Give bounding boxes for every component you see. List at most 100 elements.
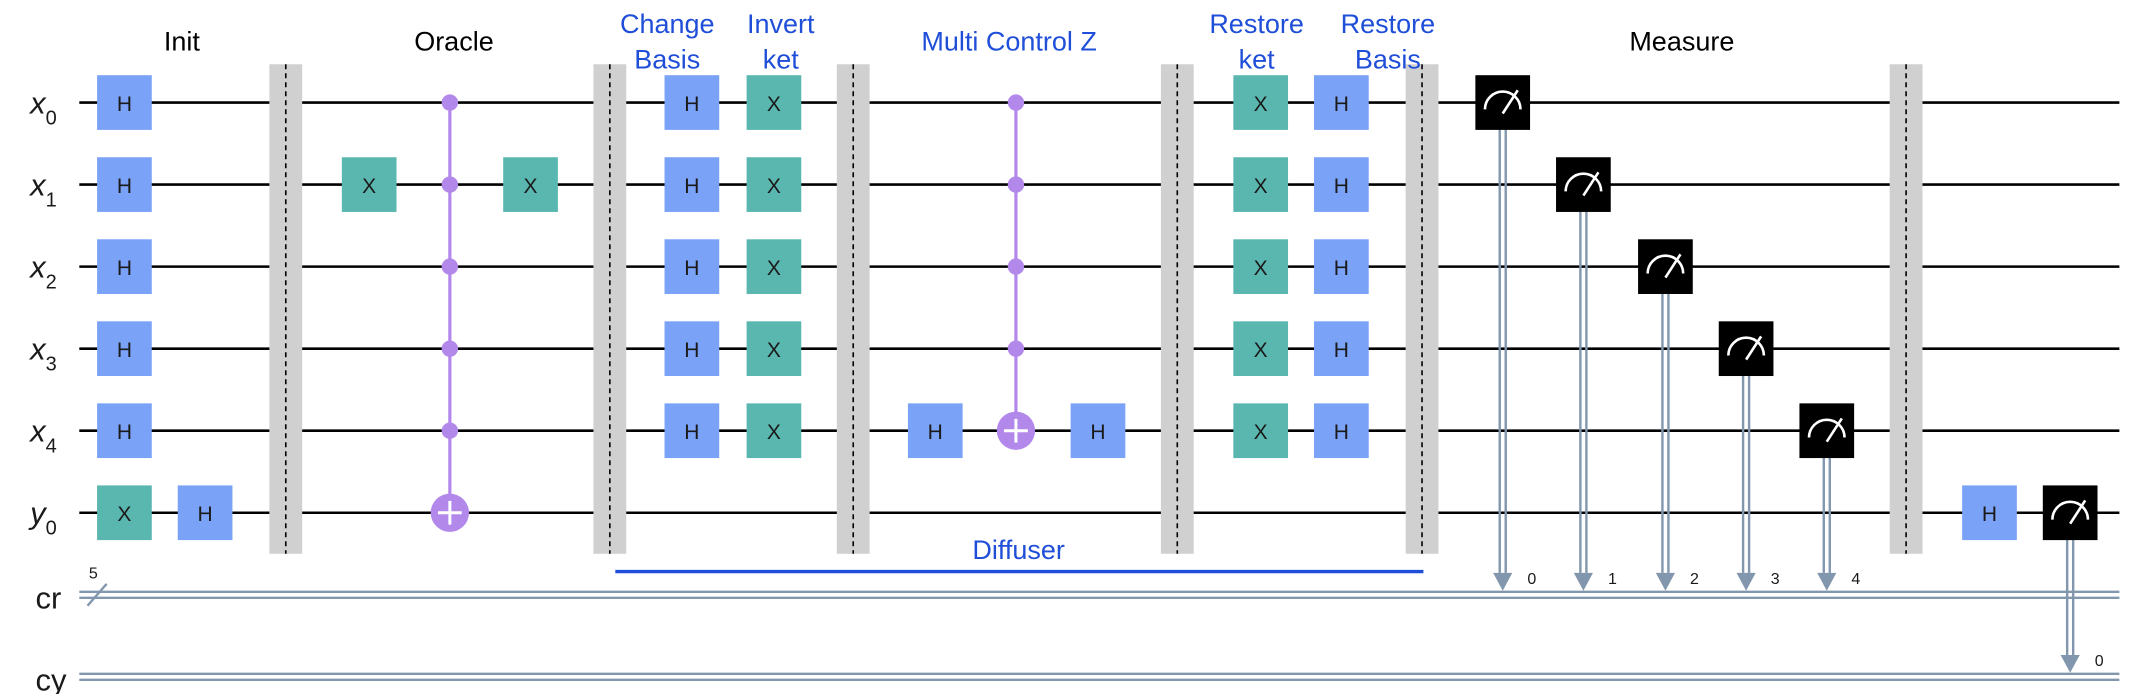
- h-gate-label: H: [117, 339, 132, 362]
- measure-gate-q3: [1718, 321, 1774, 377]
- qubit-label-x1: x1: [28, 168, 57, 212]
- h-gate-q4: [664, 403, 720, 459]
- section-label-7: Measure: [1629, 27, 1734, 57]
- section-label-3-line1: Invert: [747, 9, 815, 39]
- control-dot-q2: [1007, 258, 1025, 275]
- measure-gate-q4: [1799, 403, 1855, 459]
- control-dot-q4: [441, 422, 459, 439]
- x-gate-q4: [1233, 403, 1289, 459]
- meter-arc: [1564, 172, 1603, 192]
- h-gate-q0: [1314, 75, 1369, 130]
- h-gate-q1: [664, 157, 720, 212]
- control-dot-q1: [1007, 176, 1025, 193]
- meter-arc: [2051, 500, 2090, 520]
- x-gate-label: X: [524, 175, 538, 198]
- measure-arrow: [1655, 572, 1675, 591]
- h-gate-label: H: [1334, 257, 1349, 280]
- x-gate-q3: [1233, 321, 1289, 377]
- h-gate-label: H: [1334, 339, 1349, 362]
- section-label-2-line2: Basis: [634, 44, 700, 74]
- h-gate-label: H: [1982, 503, 1997, 526]
- h-gate-label: H: [117, 421, 132, 444]
- h-gate-q4: [97, 403, 152, 459]
- x-gate-label: X: [767, 339, 781, 362]
- measure-bit-label: 1: [1608, 571, 1617, 588]
- section-label-2-line1: Change: [620, 9, 715, 39]
- h-gate-q2: [97, 239, 152, 294]
- h-gate-q0: [97, 75, 152, 130]
- x-gate-label: X: [767, 257, 781, 280]
- section-label-5-line2: ket: [1239, 44, 1276, 74]
- classical-label-cr: cr: [36, 580, 62, 615]
- measure-arrow: [2060, 654, 2080, 673]
- h-gate-q4: [907, 403, 963, 459]
- control-dot-q0: [441, 94, 459, 111]
- h-gate-label: H: [684, 257, 699, 280]
- x-gate-q5: [97, 485, 152, 541]
- section-label-6-line2: Basis: [1355, 44, 1421, 74]
- bus-slash: [86, 583, 108, 607]
- h-gate-label: H: [1334, 175, 1349, 198]
- qubit-label-x3: x3: [28, 332, 57, 376]
- meter-needle: [1745, 335, 1763, 361]
- x-gate-q4: [746, 403, 802, 459]
- barriers-layer: [269, 64, 1923, 554]
- h-gate-q5: [177, 485, 233, 541]
- h-gate-label: H: [117, 93, 132, 116]
- x-gate-label: X: [767, 93, 781, 116]
- meter-needle: [1501, 89, 1519, 115]
- control-dot-q0: [1007, 94, 1025, 111]
- meter-needle: [1664, 253, 1682, 279]
- x-gate-label: X: [1254, 339, 1268, 362]
- h-gate-q3: [97, 321, 152, 377]
- qubit-label-x2: x2: [28, 250, 57, 294]
- control-dot-q2: [441, 258, 459, 275]
- measure-arrow: [1573, 572, 1593, 591]
- measure-bit-label: 0: [1527, 571, 1536, 588]
- h-gate-label: H: [1334, 421, 1349, 444]
- measure-bit-label: 2: [1690, 571, 1699, 588]
- meter-arc: [1727, 336, 1766, 356]
- qubit-index: 4: [46, 436, 57, 458]
- x-gate-q1: [746, 157, 802, 212]
- h-gate-label: H: [684, 175, 699, 198]
- x-gate-q3: [746, 321, 802, 377]
- x-gate-label: X: [117, 503, 131, 526]
- qubit-index: 0: [46, 107, 57, 129]
- qubit-index: 1: [46, 190, 57, 212]
- x-gate-label: X: [767, 175, 781, 198]
- measure-arrow: [1736, 572, 1756, 591]
- section-label-1: Oracle: [414, 27, 494, 57]
- control-dot-q1: [441, 176, 459, 193]
- h-gate-label: H: [684, 339, 699, 362]
- h-gate-label: H: [684, 421, 699, 444]
- measure-bit-label: 0: [2095, 653, 2104, 670]
- x-gate-q2: [746, 239, 802, 294]
- bus-size-label: 5: [89, 565, 98, 582]
- measure-gate-q5: [2042, 485, 2098, 541]
- x-gate-label: X: [1254, 175, 1268, 198]
- h-gate-label: H: [1090, 421, 1105, 444]
- x-gate-label: X: [362, 175, 376, 198]
- h-gate-q4: [1314, 403, 1369, 459]
- h-gate-label: H: [928, 421, 943, 444]
- qubit-label-x4: x4: [28, 414, 57, 458]
- h-gate-q4: [1070, 403, 1126, 459]
- section-label-0: Init: [164, 27, 201, 57]
- measure-bit-label: 4: [1851, 571, 1860, 588]
- x-gate-q1: [503, 157, 558, 212]
- diffuser-label: Diffuser: [972, 535, 1065, 565]
- classical-label-cy: cy: [36, 663, 68, 694]
- measure-bit-label: 3: [1771, 571, 1780, 588]
- meter-needle: [1825, 417, 1843, 443]
- x-gate-label: X: [1254, 421, 1268, 444]
- measure-arrow: [1493, 572, 1513, 591]
- meter-arc: [1807, 418, 1846, 438]
- h-gate-q1: [97, 157, 152, 212]
- h-gate-label: H: [117, 175, 132, 198]
- h-gate-q2: [1314, 239, 1369, 294]
- x-gate-label: X: [1254, 257, 1268, 280]
- h-gate-q2: [664, 239, 720, 294]
